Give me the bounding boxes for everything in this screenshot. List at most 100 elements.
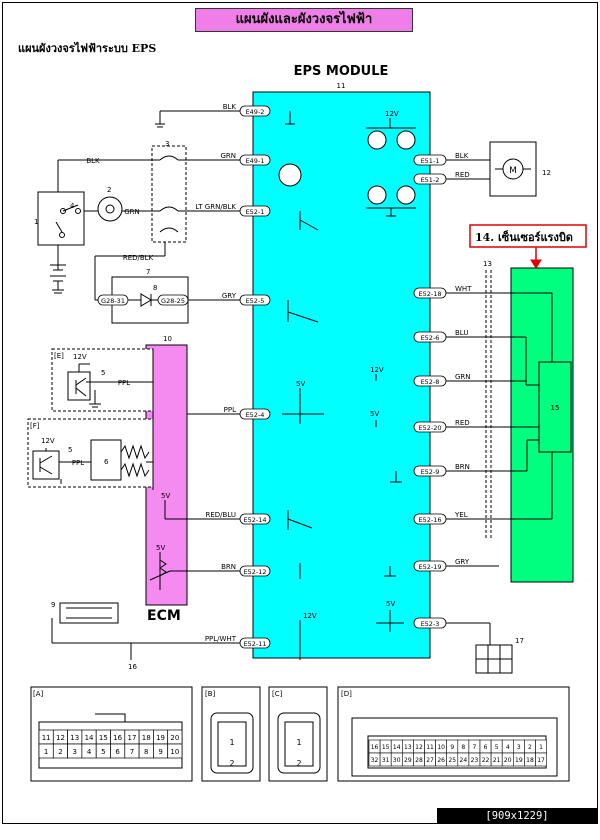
conn-d-pin: 10 (437, 744, 445, 751)
ecm-ref: 10 (163, 335, 172, 343)
conn-c-pin2: 2 (296, 759, 301, 768)
pin-id-right: E52-3 (421, 620, 440, 628)
conn-d-pin: 8 (461, 744, 465, 751)
eps-module-label: EPS MODULE (294, 64, 389, 79)
wire-label-right: GRN (455, 373, 471, 381)
pin-4-label: 4 (70, 202, 75, 210)
v12-bridge: 12V (385, 110, 399, 118)
watermark: [909x1229] https://upic.me/ (437, 808, 597, 838)
v12-e: 12V (73, 353, 87, 361)
conn-a-pin: 13 (70, 734, 79, 742)
conn-d-pin: 28 (415, 757, 423, 764)
pin-oval-left (239, 408, 271, 420)
conn-a-pin: 3 (73, 748, 77, 756)
ref-2: 2 (107, 186, 111, 194)
conn-a-pin: 15 (99, 734, 108, 742)
conn-d-pin: 29 (404, 757, 412, 764)
v5-brn: 5V (156, 544, 165, 552)
pin-oval-right (413, 154, 447, 166)
conn-d-pin: 11 (426, 744, 434, 751)
conn-d-pin: 21 (493, 757, 501, 764)
v12-pplwht: 12V (303, 612, 317, 620)
conn-d-pin: 15 (382, 744, 390, 751)
conn-d-pin: 24 (460, 757, 468, 764)
sensor-ref: 15 (551, 404, 560, 412)
pin-oval-left (239, 513, 271, 525)
page-subtitle: แผนผังวงจรไฟฟ้าระบบ EPS (18, 42, 157, 55)
relay-pin-oval (97, 294, 129, 306)
pin-oval-right (413, 617, 447, 629)
conn-a-pin: 14 (85, 734, 94, 742)
pin-oval-left (239, 205, 271, 217)
wire-label-left: BRN (221, 563, 236, 571)
wire-label-left: RED/BLU (205, 511, 236, 519)
v5-e523: 5V (386, 600, 395, 608)
wire-label-left: PPL (224, 406, 236, 414)
conn-a-cell (167, 743, 183, 759)
ground-ref: 16 (128, 663, 137, 671)
conn-a-pin: 18 (142, 734, 151, 742)
conn-b-pin2: 2 (229, 759, 234, 768)
conn-a-pin: 8 (144, 748, 148, 756)
conn-d-pin: 20 (504, 757, 512, 764)
pin-id-right: E52-9 (421, 468, 440, 476)
pin-id-left: E52-14 (244, 516, 267, 524)
pin-oval-right (413, 465, 447, 477)
conn-d-pin: 25 (448, 757, 456, 764)
pin-oval-left (239, 105, 271, 117)
eps-module-ref: 11 (337, 82, 346, 90)
pin-oval-left (239, 154, 271, 166)
v12-grn: 12V (370, 366, 384, 374)
conn-d-pin: 18 (526, 757, 534, 764)
pin-oval-right (413, 421, 447, 433)
wire-label-left: GRN (220, 152, 236, 160)
pin-id-left: E52-1 (246, 208, 265, 216)
page-title: แผนผังและผังวงจรไฟฟ้า (195, 8, 413, 32)
conn-a-pin: 12 (56, 734, 65, 742)
conn-a-pin: 7 (130, 748, 134, 756)
pin-id-right: E52-6 (421, 334, 440, 342)
conn-a-pin: 6 (115, 748, 120, 756)
wire-red-blk: RED/BLK (123, 254, 154, 262)
ignition-switch-2 (97, 196, 123, 222)
fuse-box-3 (151, 145, 187, 243)
wire-label-right: RED (455, 171, 470, 179)
ecm-label: ECM (147, 608, 181, 624)
pin-oval-right (413, 560, 447, 572)
wire-grn-switch: GRN (124, 208, 140, 216)
ref-8: 8 (153, 284, 157, 292)
wire-label-right: BRN (455, 463, 470, 471)
pin-id-right: E52-20 (419, 424, 442, 432)
pin-id-right: E52-18 (419, 290, 442, 298)
pin-oval-left (239, 565, 271, 577)
relay-pin-oval (157, 294, 189, 306)
option-f-label: [F] (30, 422, 40, 430)
conn-a-pin: 1 (44, 748, 48, 756)
conn-a-pin: 4 (87, 748, 92, 756)
pin-id-right: E51-1 (421, 157, 440, 165)
conn-a-pin: 17 (127, 734, 136, 742)
conn-d-pin: 4 (506, 744, 510, 751)
conn-c-pin1: 1 (296, 738, 301, 747)
pin-oval-right (413, 173, 447, 185)
box17-ref: 17 (515, 637, 524, 645)
conn-b-pin1: 1 (229, 738, 234, 747)
relay-pin-id: G28-31 (101, 297, 125, 305)
conn-label-d: [D] (341, 690, 352, 698)
wire-label-right: BLK (455, 152, 469, 160)
conn-label-c: [C] (272, 690, 283, 698)
conn-a-pin: 5 (101, 748, 105, 756)
conn-d-pin: 9 (450, 744, 454, 751)
v12-f: 12V (41, 437, 55, 445)
conn-d-pin: 32 (371, 757, 379, 764)
wire-label-left: BLK (223, 103, 237, 111)
component-1-box (37, 191, 85, 246)
conn-d-pin: 1 (539, 744, 543, 751)
conn-d-pin: 7 (473, 744, 477, 751)
conn-d-pin: 14 (393, 744, 401, 751)
conn-d-pin: 13 (404, 744, 412, 751)
conn-d-pin: 5 (495, 744, 499, 751)
